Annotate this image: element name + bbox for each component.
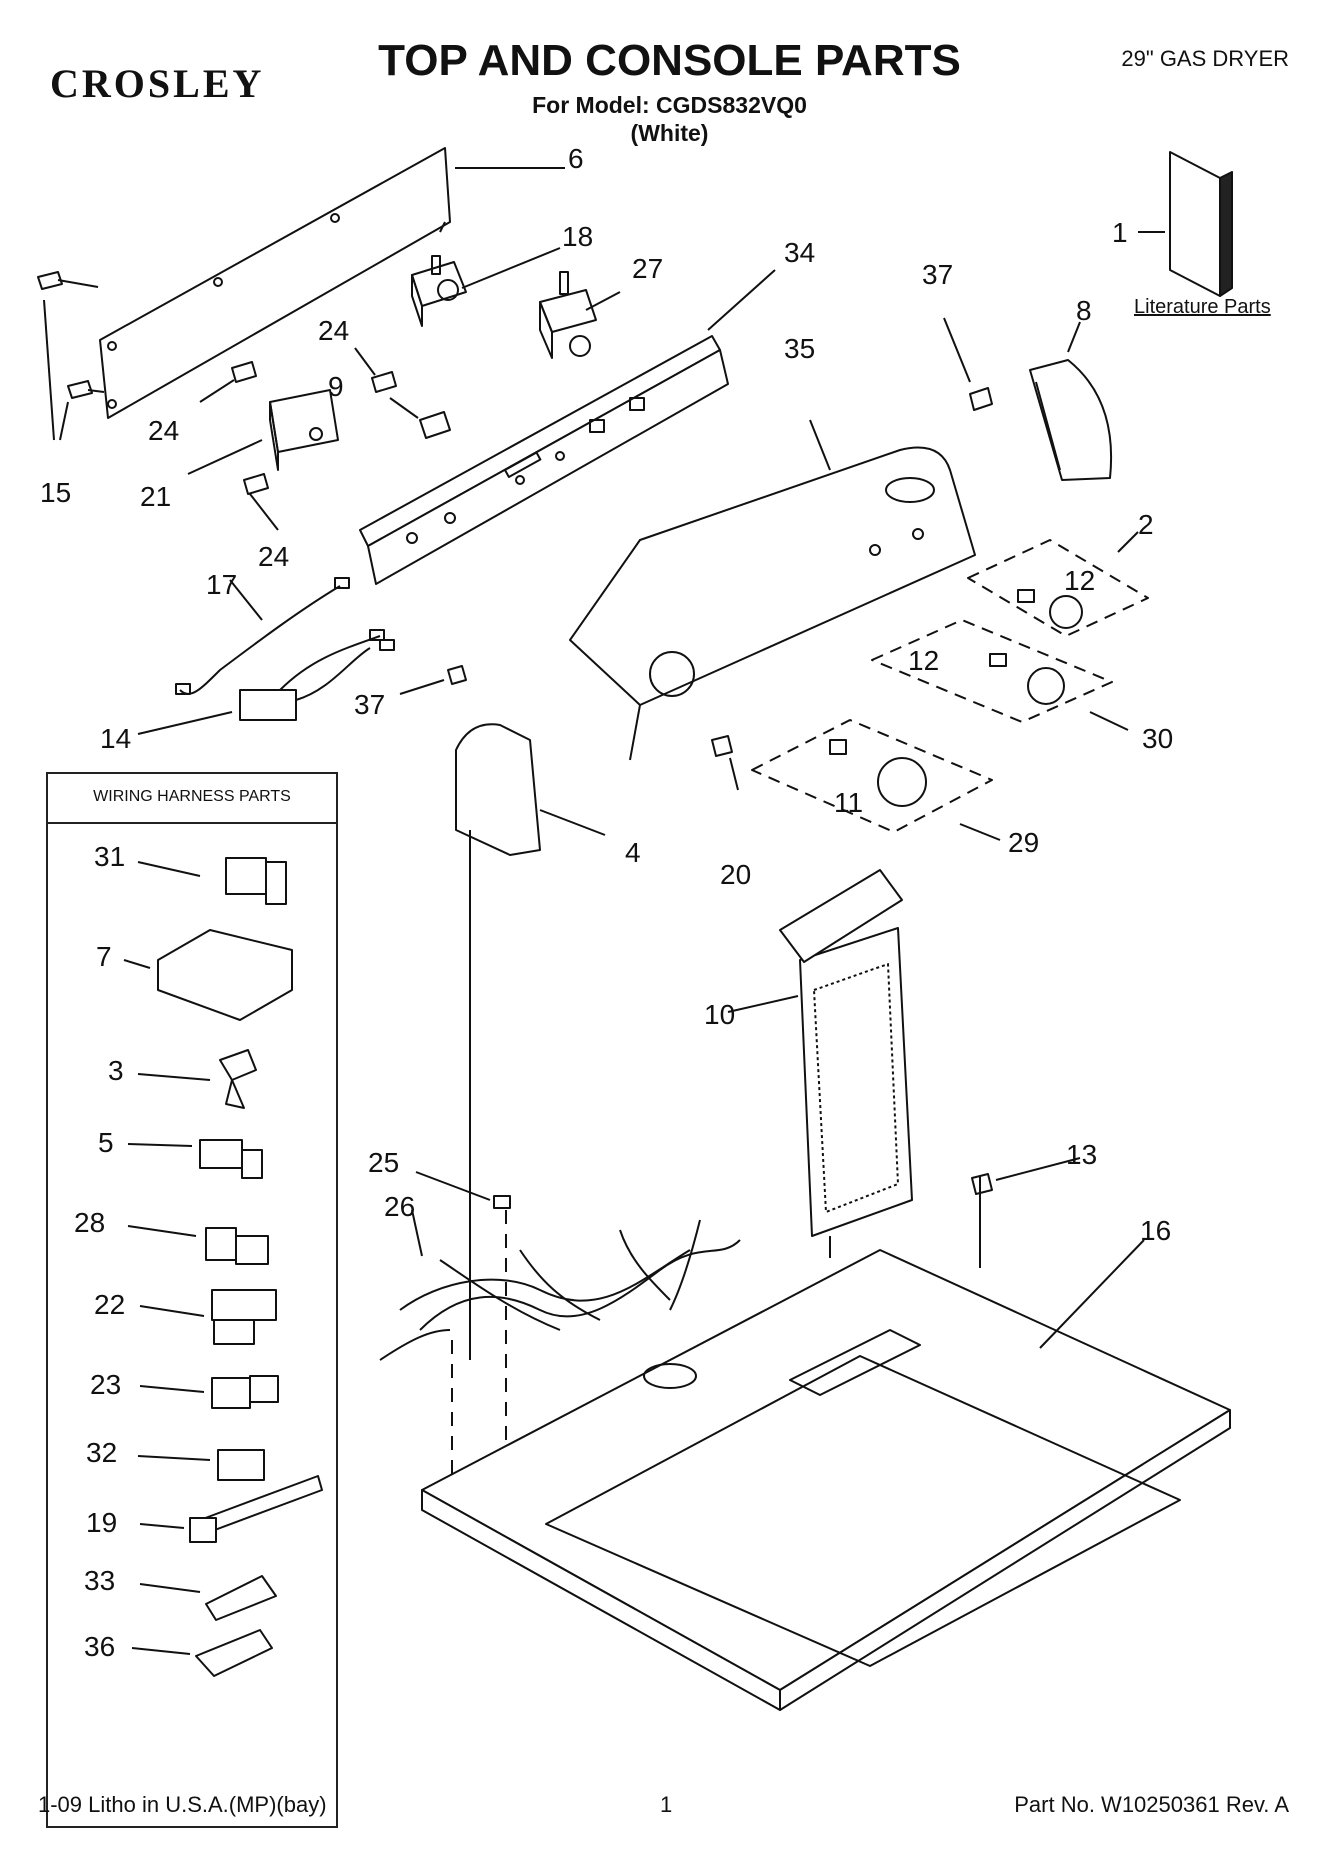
harness-callout-22: 22: [94, 1289, 125, 1320]
callout-37a: 37: [922, 259, 953, 290]
callout-12b: 12: [908, 645, 939, 676]
callout-21: 21: [140, 481, 171, 512]
harness-callout-5: 5: [98, 1127, 114, 1158]
rear-console-panel: [99, 147, 565, 419]
harness-callout-19: 19: [86, 1507, 117, 1538]
lint-filter-10: [727, 869, 981, 1268]
end-cap-4: [455, 723, 606, 1360]
callout-17: 17: [206, 569, 237, 600]
harness-callout-7: 7: [96, 941, 112, 972]
callout-27: 27: [632, 253, 663, 284]
harness-14: [137, 629, 395, 735]
harness-callout-28: 28: [74, 1207, 105, 1238]
harness-callout-3: 3: [108, 1055, 124, 1086]
product-type: 29" GAS DRYER: [1121, 46, 1289, 71]
switch-27: [539, 271, 621, 359]
end-cap-8: [1029, 321, 1113, 481]
harness-callout-23: 23: [90, 1369, 121, 1400]
footer-litho: 1-09 Litho in U.S.A.(MP)(bay): [38, 1792, 327, 1817]
knob-group-30: [871, 619, 1129, 731]
callout-20: 20: [720, 859, 751, 890]
callout-1: 1: [1112, 217, 1128, 248]
harness-callout-31: 31: [94, 841, 125, 872]
callout-24c: 24: [258, 541, 289, 572]
screw-20: [711, 735, 739, 791]
screws-37: [399, 317, 993, 695]
callout-9: 9: [328, 371, 344, 402]
callout-10: 10: [704, 999, 735, 1030]
wiring-harness-box: [46, 772, 338, 1828]
callout-18: 18: [562, 221, 593, 252]
screw-13: [971, 1157, 1081, 1195]
callout-12a: 12: [1064, 565, 1095, 596]
callout-13: 13: [1066, 1139, 1097, 1170]
callout-15: 15: [40, 477, 71, 508]
wire-17: [175, 577, 350, 695]
timer-18: [411, 247, 561, 327]
callout-24a: 24: [318, 315, 349, 346]
screws-24: [199, 347, 397, 531]
callout-29: 29: [1008, 827, 1039, 858]
top-panel-16: [421, 1239, 1231, 1711]
callout-8: 8: [1076, 295, 1092, 326]
callout-16: 16: [1140, 1215, 1171, 1246]
callout-25: 25: [368, 1147, 399, 1178]
harness-callout-33: 33: [84, 1565, 115, 1596]
callout-11: 11: [834, 787, 863, 818]
callout-35: 35: [784, 333, 815, 364]
callout-30: 30: [1142, 723, 1173, 754]
knob-group-2: [967, 531, 1149, 637]
harness-callout-36: 36: [84, 1631, 115, 1662]
callout-4: 4: [625, 837, 641, 868]
brand-logo: CROSLEY: [50, 61, 265, 106]
footer-page-number: 1: [660, 1792, 673, 1817]
footer-part-number: Part No. W10250361 Rev. A: [1014, 1792, 1289, 1817]
model-color: (White): [630, 120, 709, 146]
harness-callout-32: 32: [86, 1437, 117, 1468]
knob-group-29: [751, 719, 1001, 841]
connector-9: [389, 397, 451, 439]
literature-parts-booklet: [1138, 151, 1233, 297]
callout-26: 26: [384, 1191, 415, 1222]
literature-parts-label: Literature Parts: [1134, 296, 1271, 318]
wiring-harness-title: WIRING HARNESS PARTS: [48, 772, 336, 824]
callout-24b: 24: [148, 415, 179, 446]
callout-2: 2: [1138, 509, 1154, 540]
control-panel-bracket: [359, 269, 776, 585]
callout-34: 34: [784, 237, 815, 268]
callout-37b: 37: [354, 689, 385, 720]
callout-14: 14: [100, 723, 131, 754]
page-title: TOP AND CONSOLE PARTS: [378, 36, 961, 85]
screws-15: [37, 271, 105, 441]
console-35: [569, 419, 976, 761]
callout-6: 6: [568, 143, 584, 174]
switch-21: [187, 389, 339, 475]
wire-harness-26: [379, 1209, 741, 1500]
model-number: For Model: CGDS832VQ0: [532, 92, 807, 118]
